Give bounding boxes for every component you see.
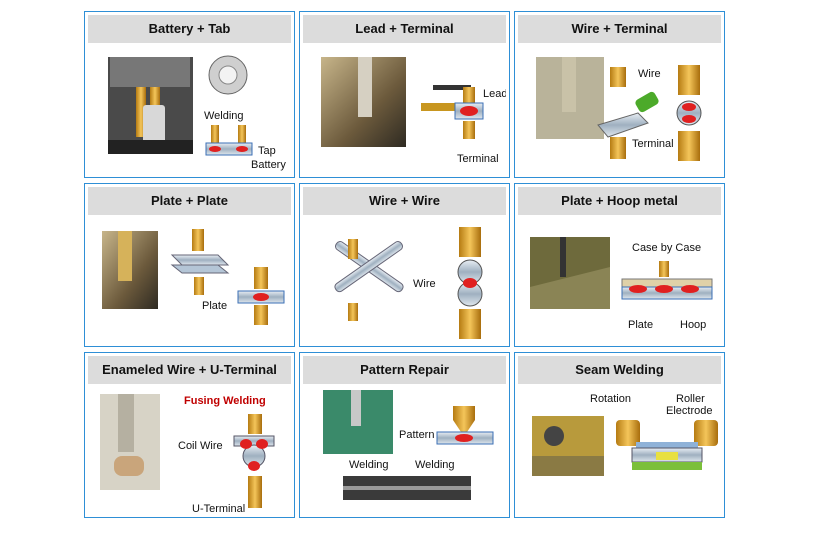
battery-tab-illustration: Welding Tap Battery: [88, 45, 291, 174]
label-tap: Tap: [258, 145, 276, 157]
label-electrode: Electrode: [666, 405, 712, 417]
card-battery-tab: Battery + Tab Welding Tap Battery: [84, 11, 295, 178]
wire-terminal-illustration: Wire Terminal: [518, 45, 721, 174]
label-roller: Roller: [676, 393, 705, 405]
label-battery: Battery: [251, 159, 286, 171]
card-wire-wire: Wire + Wire Wire: [299, 183, 510, 347]
lead-terminal-illustration: Lead Terminal: [303, 45, 506, 174]
card-title: Enameled Wire + U-Terminal: [88, 356, 291, 384]
card-wire-terminal: Wire + Terminal Wire Terminal: [514, 11, 725, 178]
label-plate: Plate: [628, 319, 653, 331]
label-welding-left: Welding: [349, 459, 389, 471]
seam-welding-illustration: Rotation Roller Electrode: [518, 386, 721, 514]
label-hoop: Hoop: [680, 319, 706, 331]
card-title: Pattern Repair: [303, 356, 506, 384]
card-title: Lead + Terminal: [303, 15, 506, 43]
label-case-by-case: Case by Case: [632, 242, 701, 254]
label-u-terminal: U-Terminal: [192, 503, 245, 515]
card-title: Plate + Hoop metal: [518, 187, 721, 215]
label-lead: Lead: [483, 88, 506, 100]
label-wire: Wire: [413, 278, 436, 290]
label-plate: Plate: [202, 300, 227, 312]
plate-hoop-illustration: Case by Case Plate Hoop: [518, 217, 721, 343]
label-fusing-welding: Fusing Welding: [184, 395, 266, 407]
card-seam-welding: Seam Welding Rotation Roller Electrode: [514, 352, 725, 518]
label-rotation: Rotation: [590, 393, 631, 405]
label-pattern: Pattern: [399, 429, 434, 441]
card-plate-plate: Plate + Plate Plate: [84, 183, 295, 347]
card-pattern-repair: Pattern Repair Pattern Welding Welding: [299, 352, 510, 518]
card-title: Plate + Plate: [88, 187, 291, 215]
pattern-repair-illustration: Pattern Welding Welding: [303, 386, 506, 514]
label-coil-wire: Coil Wire: [178, 440, 223, 452]
label-terminal: Terminal: [632, 138, 674, 150]
label-wire: Wire: [638, 68, 661, 80]
enameled-wire-illustration: Fusing Welding Coil Wire U-Terminal: [88, 386, 291, 515]
label-terminal: Terminal: [457, 153, 499, 165]
wire-wire-illustration: Wire: [303, 217, 506, 343]
label-welding-right: Welding: [415, 459, 455, 471]
label-welding: Welding: [204, 110, 244, 122]
plate-plate-illustration: Plate: [88, 217, 291, 343]
card-title: Seam Welding: [518, 356, 721, 384]
card-title: Wire + Wire: [303, 187, 506, 215]
card-lead-terminal: Lead + Terminal Lead Terminal: [299, 11, 510, 178]
card-plate-hoop-metal: Plate + Hoop metal Case by Case Plate Ho…: [514, 183, 725, 347]
card-title: Battery + Tab: [88, 15, 291, 43]
card-enameled-wire-u-terminal: Enameled Wire + U-Terminal Fusing Weldin…: [84, 352, 295, 518]
card-title: Wire + Terminal: [518, 15, 721, 43]
